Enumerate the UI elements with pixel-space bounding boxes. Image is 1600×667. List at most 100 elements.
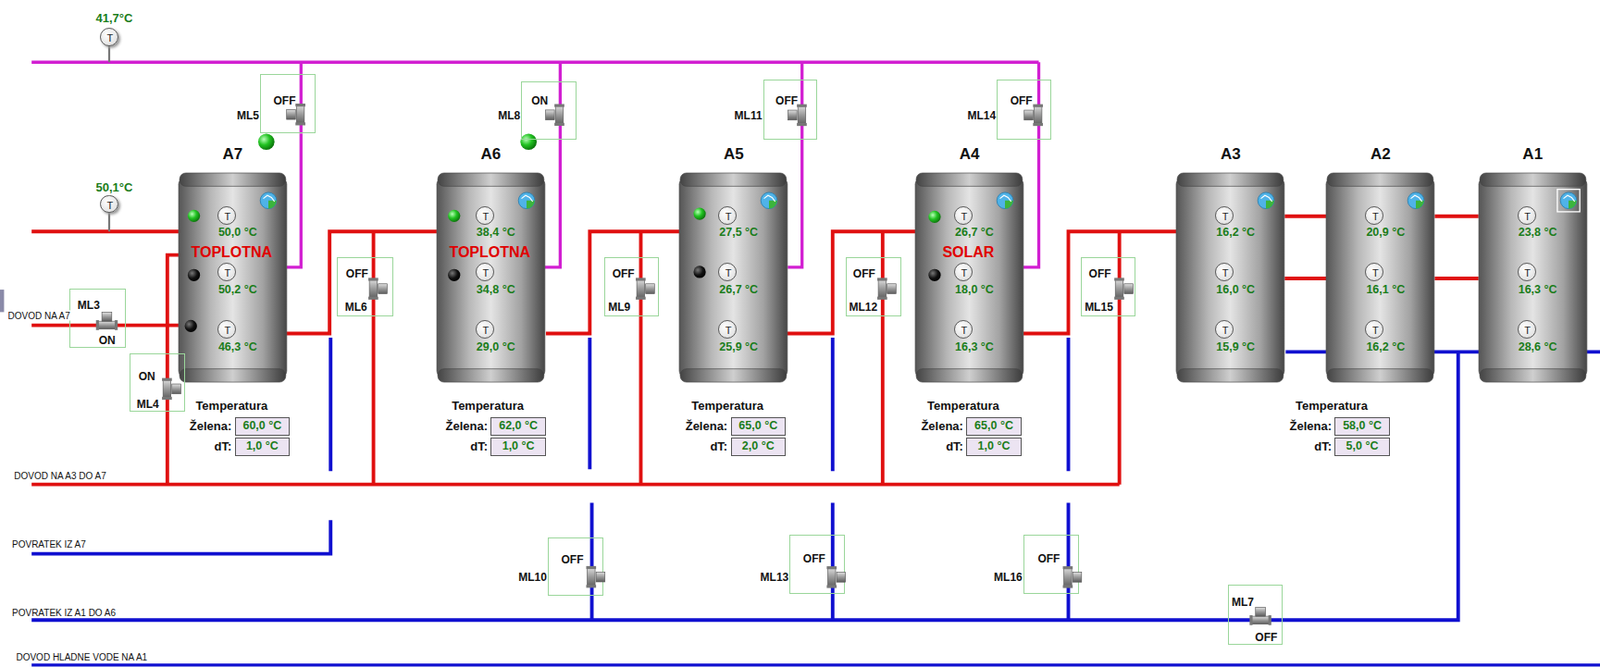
motor-valve: OFF ML9: [604, 257, 660, 317]
motor-valve: ONML4: [129, 353, 186, 413]
storage-tank: T20,9 °CT16,1 °CT16,2 °CA2: [1326, 173, 1435, 383]
valve-label: OFF: [612, 268, 635, 281]
storage-tank: T50,0 °CT50,2 °CT46,3 °CA7TOPLOTNA: [178, 173, 287, 383]
pipe-label: POVRATEK IZ A7: [10, 538, 88, 549]
motor-valve: OFFML16: [1023, 534, 1080, 595]
value-box: 65,0 °C: [966, 417, 1022, 436]
setpoint-panel-text: Želena:: [189, 420, 233, 434]
pipe-label: DOVOD HLADNE VODE NA A1: [13, 652, 149, 663]
setpoint-panel: 62,0 °C 1,0 °C TemperaturaŽelena: dT:: [434, 396, 549, 459]
valve-label: ML14: [967, 110, 996, 123]
sensor-symbol-letter: T: [1222, 267, 1229, 279]
setpoint-panel-text: dT:: [1314, 440, 1332, 454]
temperature-sensor-text: 25,9 °C: [719, 341, 758, 355]
setpoint-panel: 58,0 °C 5,0 °C TemperaturaŽelena: dT:: [1277, 396, 1393, 459]
value-box-text: 62,0 °C: [498, 420, 538, 434]
storage-tank: T26,7 °CT18,0 °CT16,3 °CA4SOLAR: [915, 173, 1024, 383]
setpoint-panel-text: dT:: [709, 440, 728, 454]
value-box: 1,0 °C: [235, 437, 291, 457]
value-box-text: 58,0 °C: [1342, 420, 1382, 434]
temperature-sensor: T34,8 °C: [475, 262, 495, 282]
temperature-sensor: T16,3 °C: [954, 320, 973, 339]
storage-tank-text: A3: [1220, 145, 1241, 163]
valve-label: ML16: [993, 572, 1023, 585]
setpoint-panel-text: Želena:: [1289, 420, 1332, 434]
temperature-sensor-text: 15,9 °C: [1215, 341, 1255, 355]
sensor-symbol-letter: T: [1372, 210, 1379, 223]
temperature-sensor: T29,0 °C: [475, 320, 495, 339]
thermometer-text: 41,7°C: [95, 12, 133, 25]
storage-tank-text: A6: [481, 145, 502, 163]
motor-valve: OFFML12: [845, 257, 902, 317]
pipe-connector: [1284, 214, 1327, 219]
value-box-text: 1,0 °C: [978, 440, 1011, 454]
pipe-connector: [286, 133, 301, 267]
sensor-symbol-letter: T: [725, 267, 732, 279]
sensor-symbol-letter: T: [1524, 267, 1531, 279]
setpoint-panel-text: dT:: [470, 440, 488, 454]
valve-label: ML4: [136, 398, 160, 411]
temperature-sensor: T28,6 °C: [1517, 320, 1537, 339]
sensor-symbol-letter: T: [961, 324, 968, 336]
sensor-symbol-letter: T: [961, 210, 968, 223]
valve-label: ML3: [77, 299, 100, 312]
sensor-symbol-letter: T: [223, 267, 231, 279]
pipe-connector: [787, 139, 802, 268]
setpoint-panel-text: Želena:: [685, 420, 729, 434]
value-box-text: 1,0 °C: [246, 440, 279, 454]
temperature-sensor-text: 16,2 °C: [1365, 341, 1405, 355]
sensor-symbol-letter: T: [1524, 324, 1531, 336]
thermometer: 41,7°CT: [99, 27, 119, 47]
valve-label: OFF: [1010, 96, 1033, 109]
value-box: 58,0 °C: [1334, 417, 1390, 436]
valve-label: OFF: [346, 268, 369, 281]
value-box-text: 1,0 °C: [502, 440, 535, 454]
temperature-sensor: T38,4 °C: [475, 206, 495, 225]
valve-label: ML9: [607, 301, 631, 314]
temperature-sensor-text: 20,9 °C: [1365, 227, 1405, 241]
valve-label: ML11: [734, 110, 763, 123]
sensor-symbol-letter: T: [482, 210, 489, 223]
temperature-sensor-text: 29,0 °C: [476, 341, 516, 355]
temperature-sensor-text: 27,5 °C: [719, 227, 758, 241]
value-box: 60,0 °C: [235, 417, 291, 436]
storage-tank-text: SOLAR: [942, 245, 994, 262]
sensor-symbol-letter: T: [725, 210, 732, 223]
value-box: 5,0 °C: [1334, 437, 1390, 457]
value-box: 65,0 °C: [731, 417, 787, 436]
sensor-symbol-letter: T: [1372, 324, 1379, 336]
pipe-label: POVRATEK IZ A1 DO A6: [10, 607, 118, 618]
temperature-sensor-text: 50,2 °C: [218, 284, 258, 298]
temperature-sensor-text: 23,8 °C: [1518, 227, 1558, 241]
temperature-sensor-text: 46,3 °C: [218, 341, 258, 355]
valve-label: ML12: [848, 301, 878, 314]
value-box: 2,0 °C: [731, 437, 787, 457]
setpoint-panel-text: dT:: [214, 440, 233, 454]
sensor-symbol-letter: T: [107, 32, 114, 44]
storage-tank-text: TOPLOTNA: [190, 245, 273, 262]
sensor-symbol-letter: T: [961, 267, 968, 279]
temperature-sensor: T20,9 °C: [1364, 206, 1384, 225]
setpoint-panel-text: Temperatura: [451, 399, 524, 413]
value-box-text: 60,0 °C: [242, 420, 282, 434]
setpoint-panel-text: Temperatura: [195, 399, 268, 413]
sensor-symbol-letter: T: [482, 324, 489, 336]
storage-tank: T16,2 °CT16,0 °CT15,9 °CA3: [1176, 173, 1285, 383]
valve-label: ON: [99, 335, 116, 348]
sensor-symbol-letter: T: [1524, 210, 1531, 223]
sensor-symbol-letter: T: [223, 324, 231, 336]
setpoint-panel-text: Želena:: [446, 420, 489, 434]
pipe-label: DOVOD NA A3 DO A7: [12, 470, 108, 481]
value-box: 62,0 °C: [490, 417, 546, 436]
temperature-sensor-text: 16,3 °C: [955, 341, 994, 355]
value-box: 1,0 °C: [490, 437, 546, 457]
setpoint-panel-text: Temperatura: [1295, 399, 1368, 413]
value-box: 1,0 °C: [966, 437, 1022, 457]
pipe-connector: [1434, 276, 1478, 281]
temperature-sensor-text: 34,8 °C: [476, 284, 516, 298]
sensor-symbol-letter: T: [725, 324, 732, 336]
sensor-symbol-letter: T: [1222, 210, 1229, 223]
pipe-connector: [545, 139, 561, 268]
motor-valve: OFFML10: [547, 537, 604, 596]
sensor-symbol-letter: T: [482, 267, 489, 279]
